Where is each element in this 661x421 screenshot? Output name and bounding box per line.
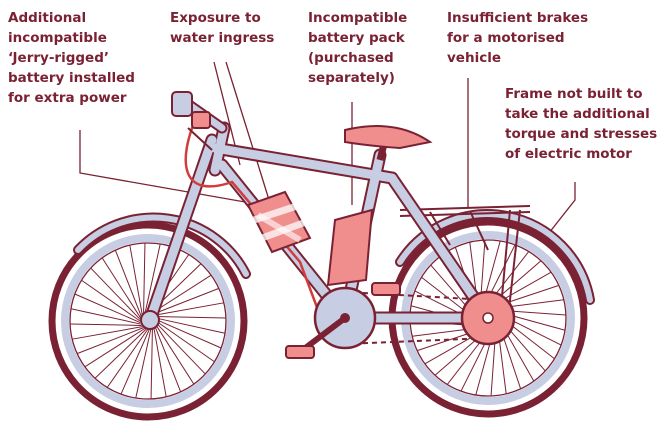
pedal-front: [286, 346, 314, 358]
label-line: Incompatible: [308, 8, 407, 28]
pedal-rear: [372, 283, 400, 295]
label-line: (purchased: [308, 48, 407, 68]
label-line: vehicle: [447, 48, 588, 68]
rear-hub-centre: [483, 313, 493, 323]
label-line: ‘Jerry-rigged’: [8, 48, 135, 68]
label-insufficient-brakes: Insufficient brakes for a motorised vehi…: [447, 8, 588, 68]
front-hub: [141, 311, 159, 329]
label-line: Frame not built to: [505, 84, 657, 104]
jerry-rigged-battery: [248, 192, 310, 252]
label-line: battery installed: [8, 68, 135, 88]
battery-pack: [328, 210, 372, 285]
label-water-ingress: Exposure to water ingress: [170, 8, 274, 48]
handlebar-grip: [172, 92, 192, 116]
label-frame-stress: Frame not built to take the additional t…: [505, 84, 657, 164]
label-jerry-rigged-battery: Additional incompatible ‘Jerry-rigged’ b…: [8, 8, 135, 108]
handlebar-switch: [192, 112, 210, 128]
label-line: of electric motor: [505, 144, 657, 164]
label-battery-pack: Incompatible battery pack (purchased sep…: [308, 8, 407, 88]
label-line: separately): [308, 68, 407, 88]
label-line: for a motorised: [447, 28, 588, 48]
label-line: take the additional: [505, 104, 657, 124]
leader-jerry-battery: [80, 130, 262, 205]
label-line: Exposure to: [170, 8, 274, 28]
label-line: torque and stresses: [505, 124, 657, 144]
label-line: battery pack: [308, 28, 407, 48]
label-line: Additional: [8, 8, 135, 28]
saddle: [345, 126, 430, 148]
label-line: for extra power: [8, 88, 135, 108]
label-line: incompatible: [8, 28, 135, 48]
label-line: water ingress: [170, 28, 274, 48]
label-line: Insufficient brakes: [447, 8, 588, 28]
